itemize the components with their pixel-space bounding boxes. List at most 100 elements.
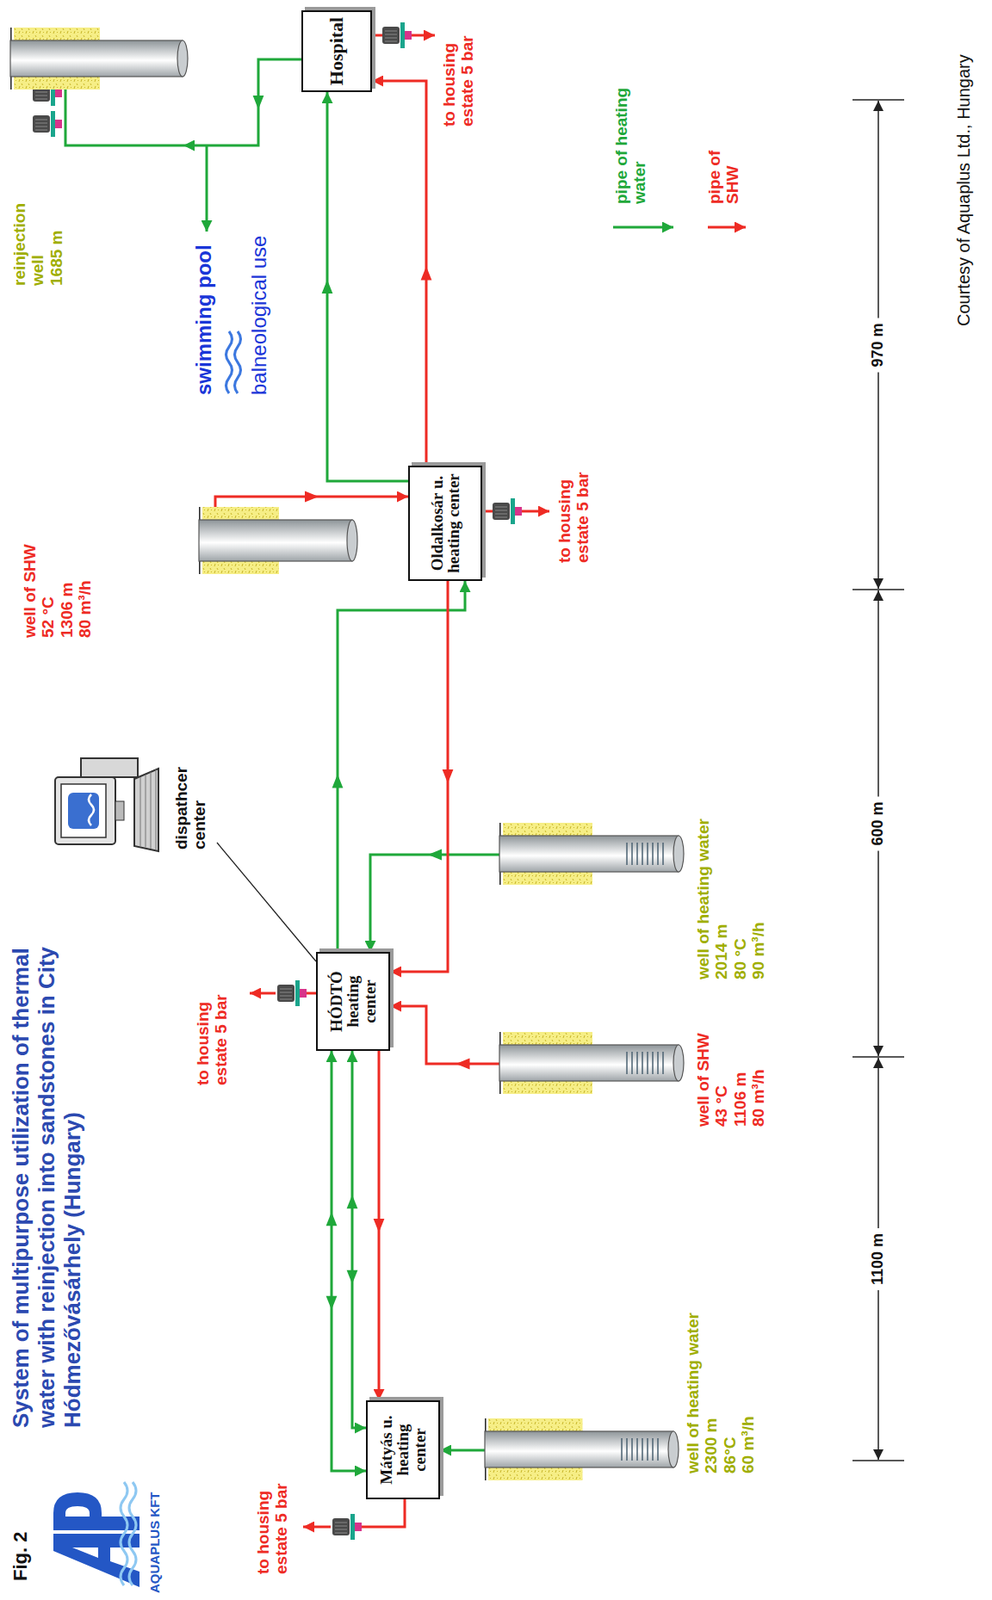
label-block: well of SHW52 °C1306 m80 m³/h	[20, 544, 94, 639]
well-label: 1106 m	[731, 1033, 750, 1128]
reinjection-pipe	[65, 76, 207, 232]
well-label: 80 m³/h	[749, 1033, 768, 1128]
box-label: Oldalkosár u. heating center	[428, 471, 463, 577]
pipe-line	[327, 92, 409, 482]
well-screen	[646, 843, 649, 866]
water-wave-icon	[226, 331, 242, 394]
monitor-stand	[115, 801, 124, 821]
well-label: well of SHW	[20, 544, 39, 639]
scale-bar	[852, 99, 905, 1462]
well-casing	[499, 836, 679, 873]
screen-logo	[68, 793, 100, 830]
well-tube	[10, 27, 193, 90]
dimension-label: 1100 m	[869, 1228, 887, 1291]
flow-arrow	[442, 769, 454, 784]
screen-logo	[88, 794, 94, 826]
flow-arrow	[322, 279, 334, 294]
well-screen	[626, 843, 628, 866]
well-screen	[620, 1438, 623, 1462]
well-label: 90 m³/h	[749, 818, 768, 980]
graphic-part	[852, 1460, 905, 1463]
flow-arrow	[456, 1059, 471, 1071]
graphic-part	[303, 1526, 331, 1530]
pipe-line	[440, 1450, 485, 1453]
well-tube	[484, 1419, 684, 1482]
flow-arrow	[326, 1212, 338, 1227]
graphic-part	[707, 226, 746, 230]
text-label: to housing estate 5 bar	[194, 965, 231, 1086]
flow-arrow	[332, 775, 344, 789]
graphic-part	[372, 34, 383, 38]
graphic-part	[32, 111, 62, 137]
well-screen	[646, 1438, 649, 1462]
text-label: balneological use	[248, 235, 271, 396]
dispatcher-label: dispathcer center	[172, 753, 210, 850]
well-screen	[626, 1052, 628, 1075]
label-block: dispathcer center	[172, 753, 210, 850]
legend-line	[613, 226, 746, 230]
well-screen	[641, 1052, 644, 1075]
well-screen	[631, 1438, 633, 1462]
well-screen	[646, 1052, 649, 1075]
pipe-connector	[390, 581, 453, 973]
well-label: well of SHW	[694, 1033, 713, 1128]
graphic-part	[306, 992, 317, 996]
pipe-line	[372, 80, 427, 466]
well-screen	[662, 843, 664, 866]
well-label: 2300 m	[701, 1313, 720, 1475]
well-casing	[499, 1045, 679, 1082]
well-label: reinjection well	[10, 189, 48, 286]
flow-arrow	[304, 491, 319, 503]
box-label: Mátyás u. heating center	[378, 1406, 428, 1495]
flow-arrow	[253, 95, 265, 110]
well-bottom	[673, 1045, 684, 1082]
pipe-connector	[217, 843, 317, 962]
well-screen	[636, 1052, 639, 1075]
box-label: Hospital	[327, 17, 347, 86]
keyboard-keys	[150, 772, 152, 850]
well-screen	[636, 1438, 639, 1462]
pipe-connector	[372, 80, 432, 466]
well-screen	[657, 1052, 659, 1075]
graphic-part	[332, 1514, 362, 1541]
well-node: well of heating water2300 m86°C60 m³/h	[484, 1269, 782, 1481]
heating-center-box: Hospital	[301, 10, 372, 93]
well-node: well of heating water2014 m80 °C90 m³/h	[499, 774, 819, 986]
computer-icon	[51, 752, 168, 852]
pipe-connector	[440, 1450, 485, 1452]
label-block: well of heating water2014 m80 °C90 m³/h	[694, 818, 768, 980]
graphic-part	[411, 34, 435, 38]
well-screen	[651, 1438, 654, 1462]
well-screen	[657, 1438, 659, 1462]
label-block: reinjection well1685 m	[10, 189, 66, 286]
graphic-part	[129, 1482, 137, 1587]
text-label: Courtesy of Aquaplus Ltd., Hungary	[954, 54, 974, 327]
pipe-connector	[326, 1051, 366, 1472]
well-label: 80 °C	[731, 818, 750, 980]
graphic-part	[277, 980, 307, 1007]
well-screen	[641, 1438, 644, 1462]
dispatcher-node: dispathcer center	[51, 745, 217, 854]
well-label: 52 °C	[38, 544, 57, 639]
dimension-label: 970 m	[869, 317, 887, 372]
flow-arrow	[373, 1219, 385, 1234]
graphic-part	[249, 992, 276, 996]
pipe-connector	[390, 1006, 500, 1070]
graphic-part	[852, 1056, 905, 1059]
pipe-line	[390, 1006, 500, 1065]
pipe-line	[331, 1051, 366, 1472]
well-label: well of heating water	[683, 1313, 702, 1475]
well-tube	[499, 823, 689, 886]
company-logo	[53, 1482, 140, 1588]
pipe-line	[390, 581, 448, 973]
pipe-line	[337, 581, 465, 953]
well-screen	[657, 843, 659, 866]
graphic-part	[120, 1482, 128, 1587]
well-node: well of SHW52 °C1306 m80 m³/h	[17, 509, 354, 644]
well-label: 1306 m	[57, 544, 76, 639]
diagram-title: System of multipurpose utilization of th…	[8, 946, 87, 1429]
well-label: 43 °C	[712, 1033, 731, 1128]
well-casing	[484, 1432, 674, 1469]
well-casing	[198, 520, 353, 562]
well-screen	[631, 843, 633, 866]
